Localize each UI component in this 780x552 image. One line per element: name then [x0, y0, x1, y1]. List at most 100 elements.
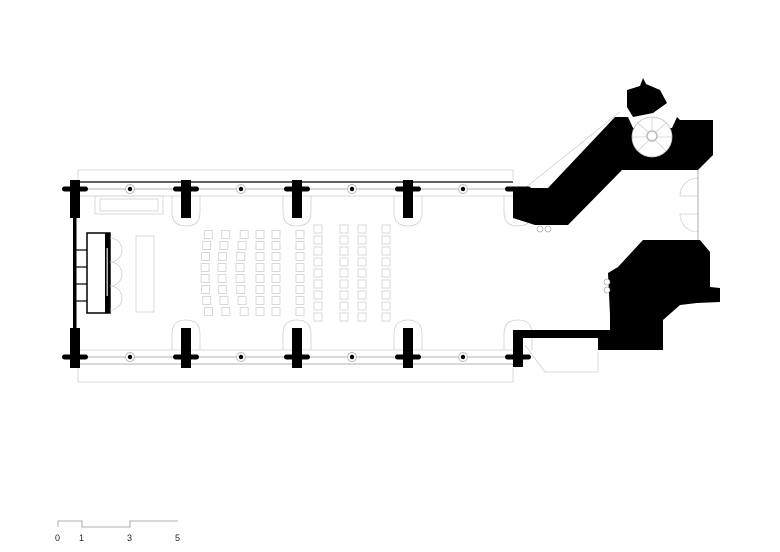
chair [381, 268, 391, 278]
chair [381, 257, 391, 267]
chair [357, 301, 367, 311]
pier [403, 328, 413, 368]
chair [236, 252, 246, 261]
column [238, 354, 244, 360]
chair [204, 230, 213, 239]
chair [239, 307, 249, 316]
column [349, 354, 355, 360]
column [460, 354, 466, 360]
chair [271, 263, 281, 272]
chair [201, 285, 211, 294]
chair [255, 241, 265, 250]
chair [218, 285, 228, 294]
chair [217, 263, 227, 272]
hall-walls [73, 180, 513, 368]
pier-outline [503, 319, 533, 350]
pier-outline [282, 319, 312, 350]
chair [381, 235, 391, 245]
entrance-doors [679, 170, 699, 240]
chair [221, 307, 231, 316]
chair [217, 274, 227, 283]
chair [339, 246, 349, 256]
pier [403, 180, 413, 218]
pier-outline [393, 196, 423, 227]
chair [339, 224, 349, 234]
chair [357, 235, 367, 245]
pier-crossbar [173, 354, 199, 360]
scale-bar: 0 1 3 5 [55, 520, 180, 543]
pier-crossbar [395, 186, 421, 192]
chair [235, 274, 245, 283]
stage [76, 232, 123, 314]
pier [292, 328, 302, 368]
scale-label-1: 1 [79, 533, 84, 543]
chair [339, 268, 349, 278]
chair [219, 296, 229, 305]
chair [381, 246, 391, 256]
pier [181, 328, 191, 368]
chair [313, 246, 323, 256]
chair [313, 257, 323, 267]
chair [271, 285, 281, 294]
chair [313, 290, 323, 300]
chair [295, 252, 305, 261]
pier-crossbar [395, 354, 421, 360]
chair [255, 230, 265, 239]
chair [255, 263, 265, 272]
chair [357, 312, 367, 322]
entrance-masonry-south [513, 240, 720, 367]
chair [313, 301, 323, 311]
pier-outline [171, 319, 201, 350]
chair [313, 279, 323, 289]
pier [292, 180, 302, 218]
chair [381, 279, 391, 289]
chair [204, 307, 213, 316]
chair [271, 230, 281, 239]
pier [70, 180, 80, 218]
pier-crossbar [173, 186, 199, 192]
column [238, 186, 244, 192]
scale-label-5: 5 [175, 533, 180, 543]
chair [271, 296, 281, 305]
chair [357, 290, 367, 300]
outer-outline [77, 111, 621, 383]
chair [381, 301, 391, 311]
chair [339, 279, 349, 289]
scale-label-0: 0 [55, 533, 60, 543]
chair [295, 296, 305, 305]
chair [255, 285, 265, 294]
chair [381, 290, 391, 300]
chair [381, 312, 391, 322]
chair [357, 257, 367, 267]
pier [70, 328, 80, 368]
chair [313, 235, 323, 245]
chair [255, 296, 265, 305]
chair [271, 307, 281, 316]
chair [357, 268, 367, 278]
chair [239, 230, 249, 239]
chair [381, 224, 391, 234]
chair [255, 307, 265, 316]
column [460, 186, 466, 192]
pier-crossbar [62, 354, 88, 360]
chair [295, 285, 305, 294]
chair [200, 263, 210, 272]
chair [357, 279, 367, 289]
pier-crossbar [62, 186, 88, 192]
chair [271, 274, 281, 283]
columns [125, 184, 468, 362]
pier-crossbar [284, 186, 310, 192]
chair [339, 257, 349, 267]
chair [295, 274, 305, 283]
column [349, 186, 355, 192]
column [127, 186, 133, 192]
chair [237, 296, 247, 305]
chair [200, 274, 210, 283]
piers [62, 180, 533, 368]
chair [357, 246, 367, 256]
chair [271, 252, 281, 261]
chair [357, 224, 367, 234]
chair [313, 224, 323, 234]
chair [295, 241, 305, 250]
